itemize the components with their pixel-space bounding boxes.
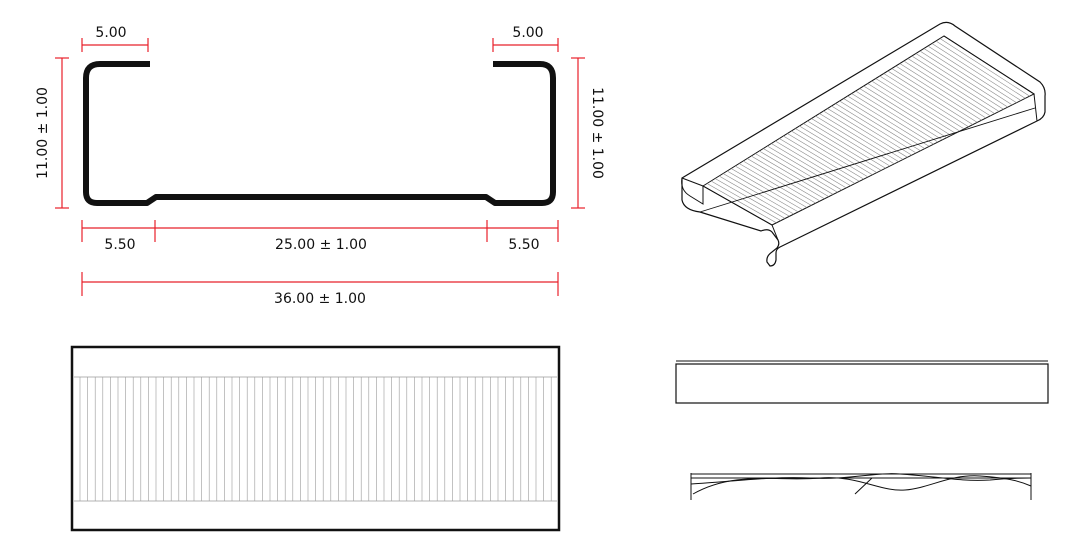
isometric-view <box>681 21 1046 267</box>
dim-top-right-flange: 5.00 <box>512 25 543 41</box>
cross-section-view <box>83 61 556 206</box>
iso-left-lip <box>681 177 704 205</box>
plan-view <box>70 345 561 532</box>
iso-rear-edge <box>943 35 1038 122</box>
plan-hatch <box>79 377 552 501</box>
iso-outline <box>681 21 1046 267</box>
dim-right-height: 11.00 ± 1.00 <box>589 87 605 179</box>
iso-web-surface <box>702 35 1036 226</box>
dim-overall-width: 36.00 ± 1.00 <box>274 291 366 307</box>
dimension-lines <box>55 38 585 296</box>
side-outline <box>675 363 1049 404</box>
dim-bottom-left: 5.50 <box>104 237 135 253</box>
dim-bottom-center: 25.00 ± 1.00 <box>275 237 367 253</box>
dim-top-left-flange: 5.00 <box>95 25 126 41</box>
iso-left-flange <box>681 177 779 241</box>
channel-profile <box>83 61 556 206</box>
dim-left-height: 11.00 ± 1.00 <box>35 87 51 179</box>
dim-bottom-right: 5.50 <box>508 237 539 253</box>
iso-front-edge <box>699 107 1036 213</box>
end-view <box>690 473 1032 500</box>
side-view <box>675 360 1049 404</box>
